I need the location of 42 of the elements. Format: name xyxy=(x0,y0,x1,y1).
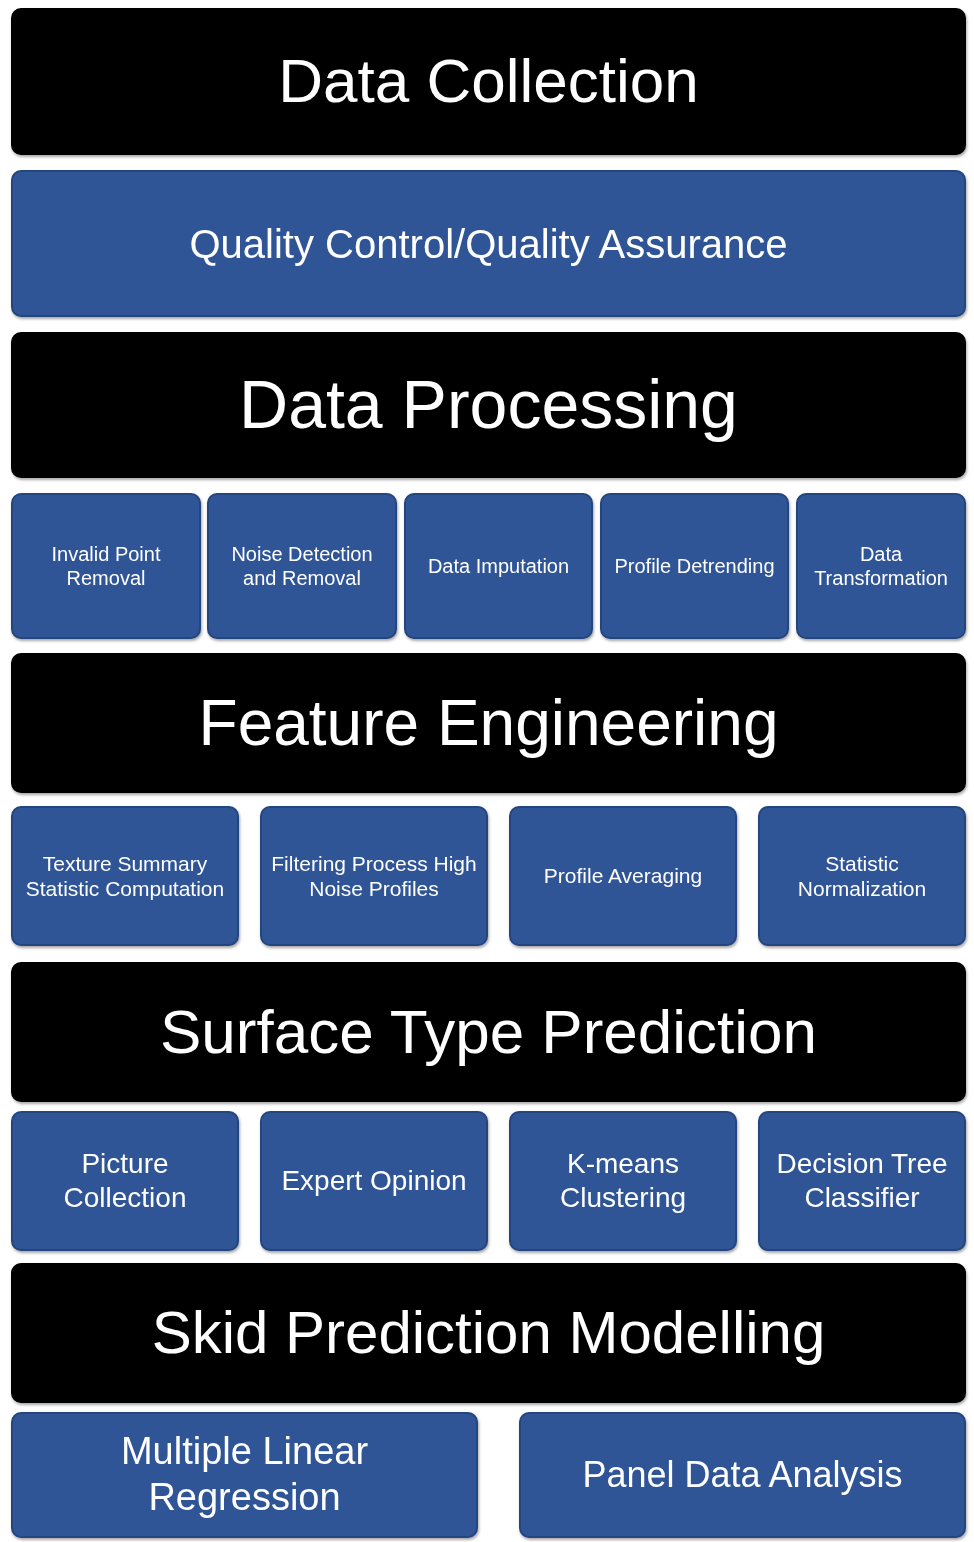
step-label: Panel Data Analysis xyxy=(582,1453,903,1497)
step-label: Filtering Process High Noise Profiles xyxy=(270,850,478,902)
step-label: Skid Prediction Modelling xyxy=(151,1298,826,1368)
step-box xyxy=(600,493,789,639)
step-label: Noise Detection and Removal xyxy=(230,542,374,590)
step-box xyxy=(11,170,966,317)
step-box xyxy=(509,806,737,946)
step-label: Data Processing xyxy=(239,365,738,445)
step-box xyxy=(207,493,397,639)
stage-band xyxy=(11,962,966,1102)
stage-band xyxy=(11,8,966,155)
step-label: Multiple Linear Regression xyxy=(119,1429,370,1520)
step-box xyxy=(11,493,201,639)
step-label: Picture Collection xyxy=(62,1147,188,1215)
step-label: Expert Opinion xyxy=(281,1164,467,1198)
step-box xyxy=(796,493,966,639)
stage-band xyxy=(11,1263,966,1403)
step-box xyxy=(11,1111,239,1251)
step-box xyxy=(519,1412,966,1538)
step-label: Data Transformation xyxy=(813,542,949,590)
step-label: Quality Control/Quality Assurance xyxy=(189,220,788,268)
step-label: Profile Detrending xyxy=(614,554,775,578)
step-box xyxy=(404,493,593,639)
step-box xyxy=(260,1111,488,1251)
stage-band xyxy=(11,653,966,793)
step-label: Texture Summary Statistic Computation xyxy=(24,850,226,902)
step-label: Invalid Point Removal xyxy=(50,542,162,590)
step-label: Statistic Normalization xyxy=(796,850,928,902)
step-label: Feature Engineering xyxy=(198,685,779,761)
step-box xyxy=(758,806,966,946)
step-box xyxy=(758,1111,966,1251)
step-label: Data Imputation xyxy=(427,554,570,578)
step-label: Data Collection xyxy=(278,45,699,118)
stage-band xyxy=(11,332,966,478)
step-label: Decision Tree Classifier xyxy=(775,1147,949,1215)
step-box xyxy=(260,806,488,946)
step-label: K-means Clustering xyxy=(558,1147,688,1215)
step-label: Profile Averaging xyxy=(543,863,703,889)
step-box xyxy=(509,1111,737,1251)
step-box xyxy=(11,806,239,946)
step-box xyxy=(11,1412,478,1538)
step-label: Surface Type Prediction xyxy=(159,995,818,1068)
